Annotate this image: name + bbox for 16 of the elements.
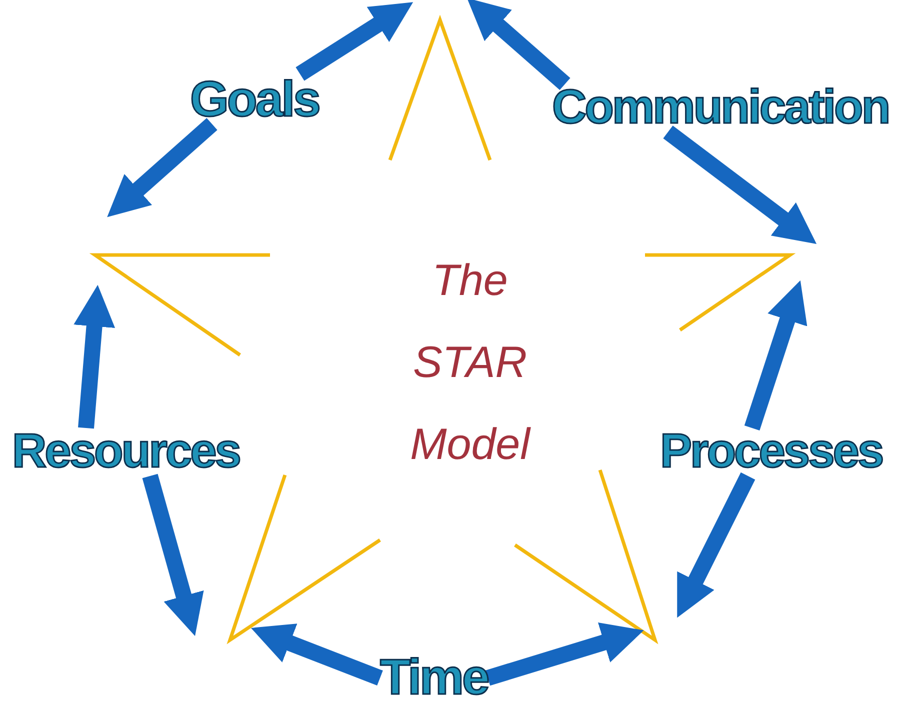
element-label: Processes (660, 428, 882, 476)
arrow (663, 126, 817, 244)
arrow (744, 280, 808, 430)
arrow (142, 474, 204, 636)
arrow (296, 2, 414, 81)
arrow (485, 622, 644, 686)
element-label: Resources (12, 428, 240, 476)
arrow (74, 284, 116, 429)
arrow (677, 472, 756, 618)
element-label: Time (380, 652, 488, 702)
arrow (107, 118, 218, 218)
element-label: Communication (552, 84, 889, 132)
arrow (466, 0, 570, 90)
center-title: The STAR Model (409, 255, 532, 471)
element-label: Goals (190, 74, 319, 124)
arrow (250, 624, 383, 686)
